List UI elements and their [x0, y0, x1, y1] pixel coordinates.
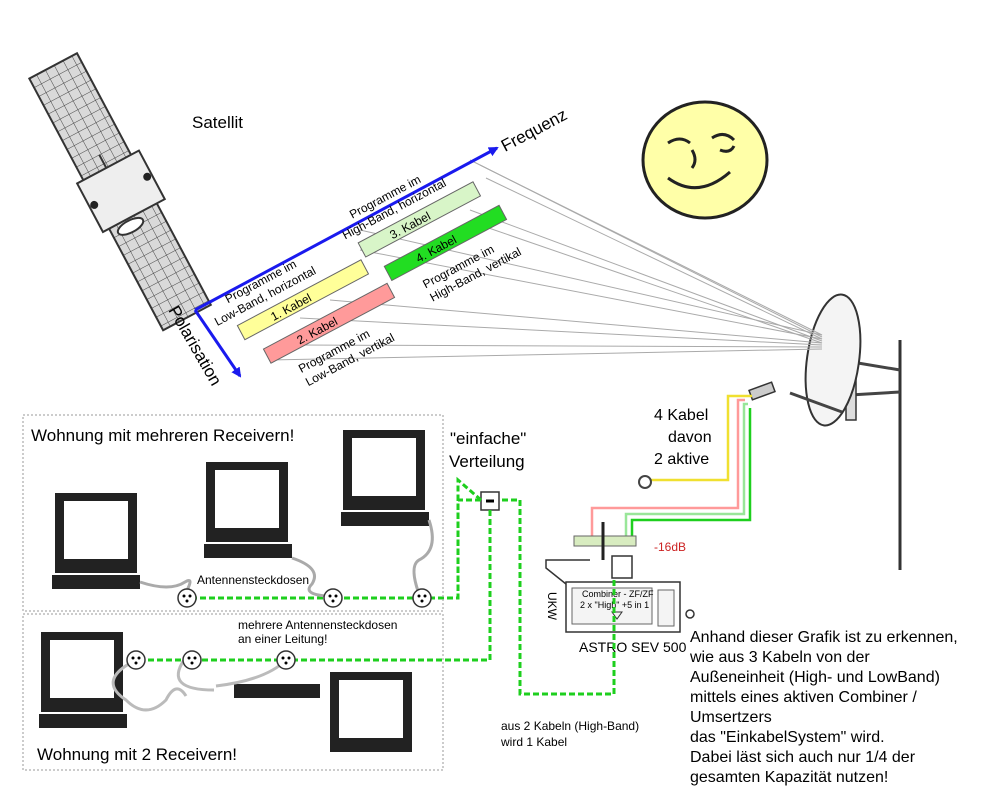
lnb-cables-line1: 4 Kabel — [654, 407, 708, 424]
explanation-line: Dabei läst sich auch nur 1/4 der — [690, 749, 916, 766]
green-cables — [140, 476, 616, 696]
frequency-axis — [194, 146, 499, 312]
satellite-label: Satellit — [192, 113, 243, 132]
lnb-cables-line2: davon — [668, 429, 712, 446]
apartment-bottom-box — [22, 613, 444, 771]
lnb-cables-line3: 2 aktive — [654, 451, 709, 468]
distribution-line2: Verteilung — [449, 452, 525, 471]
highband-note-line2: wird 1 Kabel — [500, 735, 567, 749]
band-bar-3 — [357, 181, 482, 258]
combiner-device — [545, 555, 695, 633]
apartment-bottom-title: Wohnung mit 2 Receivern! — [37, 745, 237, 764]
moon-icon — [641, 100, 769, 220]
explanation-line: Anhand dieser Grafik ist zu erkennen, — [690, 629, 958, 646]
explanation-line: mittels eines aktiven Combiner / — [690, 689, 917, 706]
antenna-socket-icon — [412, 588, 432, 608]
band-bar-2 — [262, 282, 396, 364]
sockets-top-label: Antennensteckdosen — [197, 573, 309, 587]
antenna-socket-icon — [177, 588, 197, 608]
explanation-line: das "EinkabelSystem" wird. — [690, 729, 885, 746]
combiner-model: ASTRO SEV 500 — [579, 639, 687, 655]
explanation-line: wie aus 3 Kabeln von der — [689, 649, 870, 666]
antenna-socket-icon — [126, 650, 146, 670]
receiver-icon — [234, 684, 320, 698]
tv-icon — [52, 493, 140, 589]
receiver-cords — [139, 519, 434, 598]
tv-icon — [204, 462, 292, 558]
band-bar-4 — [383, 204, 508, 282]
distribution-line1: "einfache" — [450, 429, 526, 448]
polarisation-axis — [193, 309, 242, 378]
tv-icon — [341, 430, 429, 526]
apartment-top-box — [22, 414, 444, 612]
explanation-line: Umsertzers — [690, 709, 772, 726]
sockets-bottom-line2: an einer Leitung! — [238, 632, 327, 646]
tv-icon — [39, 632, 127, 728]
sockets-bottom-line1: mehrere Antennensteckdosen — [238, 618, 397, 632]
antenna-socket-icon — [182, 650, 202, 670]
combiner-subtitle: 2 x "High" +5 in 1 — [580, 600, 649, 610]
frequency-label: Frequenz — [498, 105, 570, 155]
attenuation-label: -16dB — [654, 540, 686, 554]
satellite-icon — [27, 51, 213, 332]
explanation-line: Außeneinheit (High- und LowBand) — [690, 669, 940, 686]
explanation-text: Anhand dieser Grafik ist zu erkennen, wi… — [689, 629, 958, 786]
combiner-side-label: UKW — [545, 592, 559, 621]
tv-icon — [330, 672, 412, 752]
explanation-line: gesamten Kapazität nutzen! — [690, 769, 888, 786]
highband-note-line1: aus 2 Kabeln (High-Band) — [501, 719, 639, 733]
attenuator — [573, 535, 637, 547]
satellite-dish-icon — [748, 293, 902, 570]
combiner-title: Combiner - ZF/ZF — [582, 589, 654, 599]
band-bar-1 — [236, 259, 370, 341]
antenna-socket-icon — [323, 588, 343, 608]
lnb-cables — [590, 394, 752, 545]
apartment-top-title: Wohnung mit mehreren Receivern! — [31, 426, 294, 445]
signal-beams — [269, 159, 823, 361]
antenna-socket-icon — [276, 650, 296, 670]
